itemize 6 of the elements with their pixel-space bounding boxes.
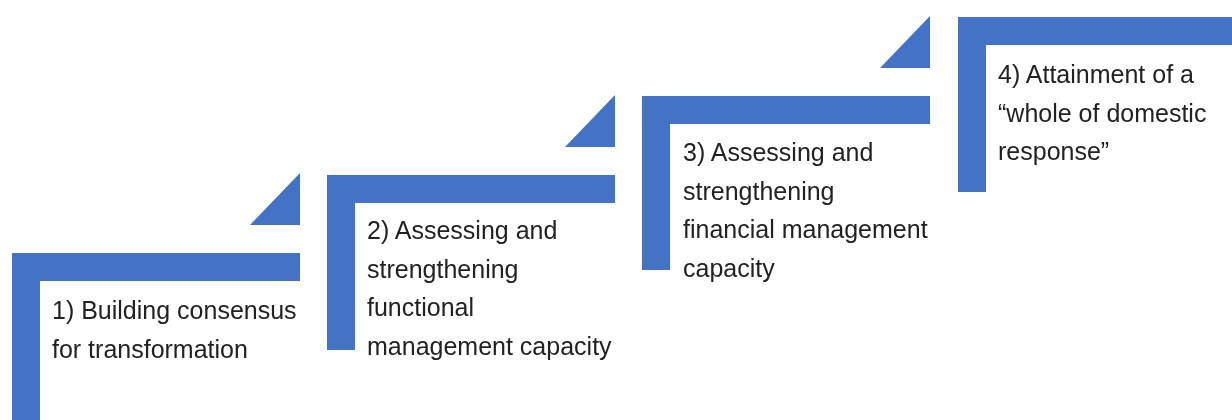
step-shape [12, 253, 300, 420]
step-text: 2) Assessing and strengthening functional management capacity [367, 215, 613, 362]
step-shape [958, 17, 1232, 192]
step-text: 4) Attainment of a “whole of domestic response” [998, 59, 1208, 167]
step-text: 3) Assessing and strengthening financial management capacity [683, 137, 929, 284]
step-text: 1) Building consensus for transformation [52, 295, 298, 365]
